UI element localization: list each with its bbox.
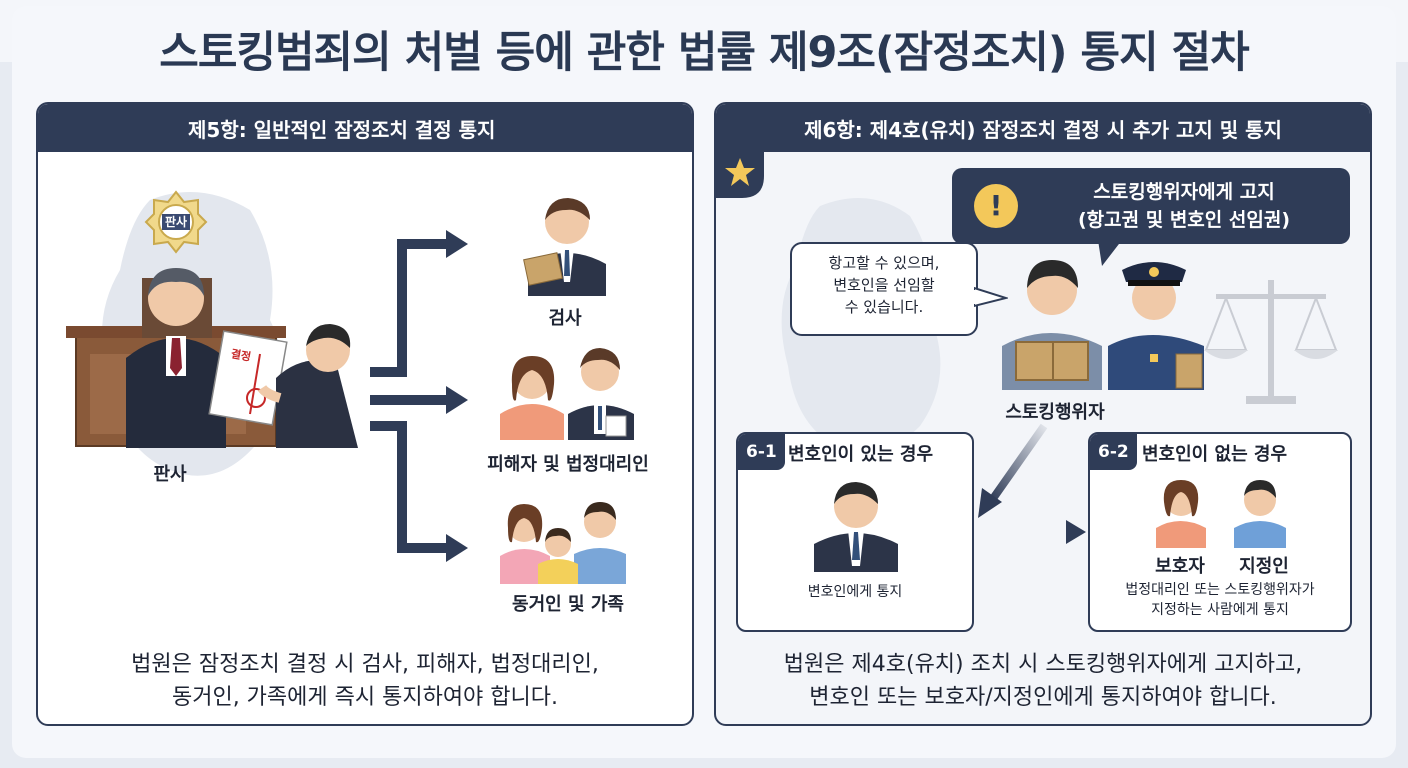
flow-arrows [978,423,1086,544]
alert-line1: 스토킹행위자에게 고지 [1093,181,1275,203]
star-icon [716,150,764,198]
speech-bubble: 항고할 수 있으며, 변호인을 선임할 수 있습니다. [790,242,978,336]
alert-text: 스토킹행위자에게 고지 (항고권 및 변호인 선임권) [1034,178,1334,234]
alert-box-pointer [1098,240,1122,266]
left-panel-header: 제5항: 일반적인 잠정조치 결정 통지 [38,104,692,152]
right-footer-line1: 법원은 제4호(유치) 조치 시 스토킹행위자에게 고지하고, [783,652,1303,677]
prosecutor-icon [523,198,606,296]
case1-title: 변호인이 있는 경우 [788,444,934,465]
recipient-victim-label: 피해자 및 법정대리인 [487,454,649,475]
victim-representative-icon [500,348,634,440]
offender-and-police-illustration [1002,260,1204,390]
case2-caption-line2: 지정하는 사람에게 통지 [1151,602,1289,618]
guardian-and-designee-icons [1156,480,1286,548]
court-seal-text: 판사 [164,215,188,229]
left-footer-line2: 동거인, 가족에게 즉시 통지하여야 합니다. [171,685,559,710]
recipient-prosecutor-label: 검사 [548,308,582,329]
exclamation-icon: ! [974,184,1018,228]
case2-caption: 법정대리인 또는 스토킹행위자가 지정하는 사람에게 통지 [1088,580,1352,620]
judge-scene-illustration [66,268,358,448]
lawyer-icon [814,482,898,572]
right-footer: 법원은 제4호(유치) 조치 시 스토킹행위자에게 고지하고, 변호인 또는 보… [716,648,1370,714]
case2-title: 변호인이 없는 경우 [1142,444,1288,465]
case2-caption-line1: 법정대리인 또는 스토킹행위자가 [1125,582,1315,598]
designee-label: 지정인 [1239,556,1289,577]
branch-arrows [370,230,468,562]
page-title: 스토킹범죄의 처벌 등에 관한 법률 제9조(잠정조치) 통지 절차 [159,28,1249,78]
family-icon [500,502,626,584]
case1-caption: 변호인에게 통지 [807,584,903,600]
case-without-lawyer-box: 6-2 변호인이 없는 경우 [1088,432,1352,632]
alert-box: ! 스토킹행위자에게 고지 (항고권 및 변호인 선임권) [952,168,1350,244]
alert-line2: (항고권 및 변호인 선임권) [1077,209,1290,231]
case2-tag: 6-2 [1090,434,1137,470]
speech-bubble-tail [974,286,1008,308]
case1-tag: 6-1 [738,434,785,470]
judge-label: 판사 [153,464,187,485]
left-footer: 법원은 잠정조치 결정 시 검사, 피해자, 법정대리인, 동거인, 가족에게 … [40,648,690,714]
right-panel-header: 제6항: 제4호(유치) 잠정조치 결정 시 추가 고지 및 통지 [716,104,1370,152]
left-footer-line1: 법원은 잠정조치 결정 시 검사, 피해자, 법정대리인, [131,652,599,677]
recipient-family-label: 동거인 및 가족 [512,594,624,615]
offender-label: 스토킹행위자 [1005,402,1105,423]
speech-line2: 변호인을 선임할 [833,276,935,294]
right-footer-line2: 변호인 또는 보호자/지정인에게 통지하여야 합니다. [809,685,1277,710]
speech-line1: 항고할 수 있으며, [828,254,940,272]
scales-of-justice-icon [1204,280,1338,404]
court-seal-icon [144,190,208,254]
speech-line3: 수 있습니다. [844,298,924,316]
guardian-label: 보호자 [1155,556,1205,577]
